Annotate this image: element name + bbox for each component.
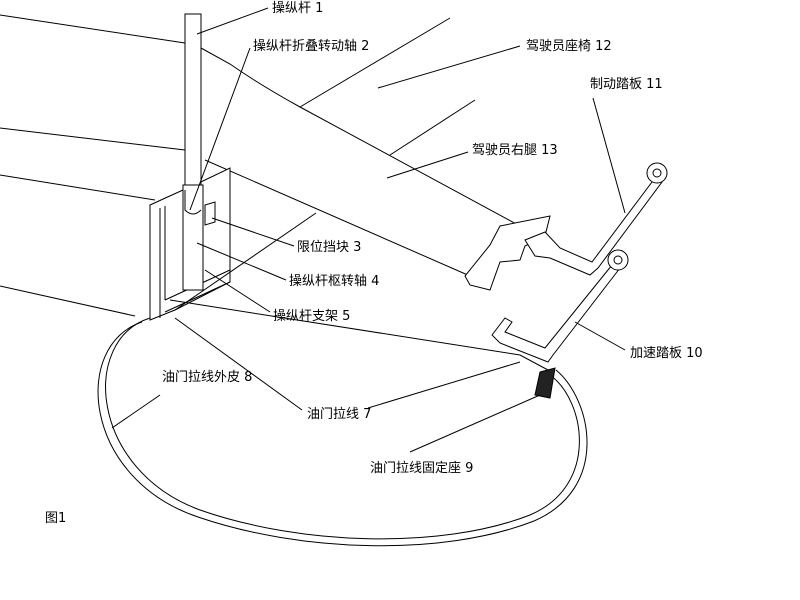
label-right-leg: 驾驶员右腿 13 [472,143,558,158]
label-cable: 油门拉线 7 [307,407,371,422]
lever-bracket [149,167,317,321]
cable-mount [534,367,556,399]
label-bracket: 操纵杆支架 5 [273,308,350,324]
control-lever [182,13,204,291]
label-accel-pedal: 加速踏板 10 [630,346,703,361]
label-stop-block: 限位挡块 3 [297,240,361,255]
label-pivot-axis: 操纵杆枢转轴 4 [289,273,379,289]
label-lever: 操纵杆 1 [272,0,323,16]
label-fold-axis: 操纵杆折叠转动轴 2 [253,38,369,54]
driver-right-leg [204,99,551,291]
label-brake-pedal: 制动踏板 11 [590,77,663,92]
leader-lines [111,7,626,453]
label-cable-sheath: 油门拉线外皮 8 [162,370,252,385]
label-cable-mount: 油门拉线固定座 9 [370,461,473,476]
stop-block [204,201,216,226]
brake-pedal [524,162,668,276]
accelerator-pedal [491,249,629,363]
figure-label: 图1 [45,511,66,526]
throttle-cable [169,299,549,371]
label-seat: 驾驶员座椅 12 [526,39,612,54]
driver-seat [0,14,521,317]
cable-sheath-outer [97,321,588,547]
cable-sheath [105,317,580,540]
